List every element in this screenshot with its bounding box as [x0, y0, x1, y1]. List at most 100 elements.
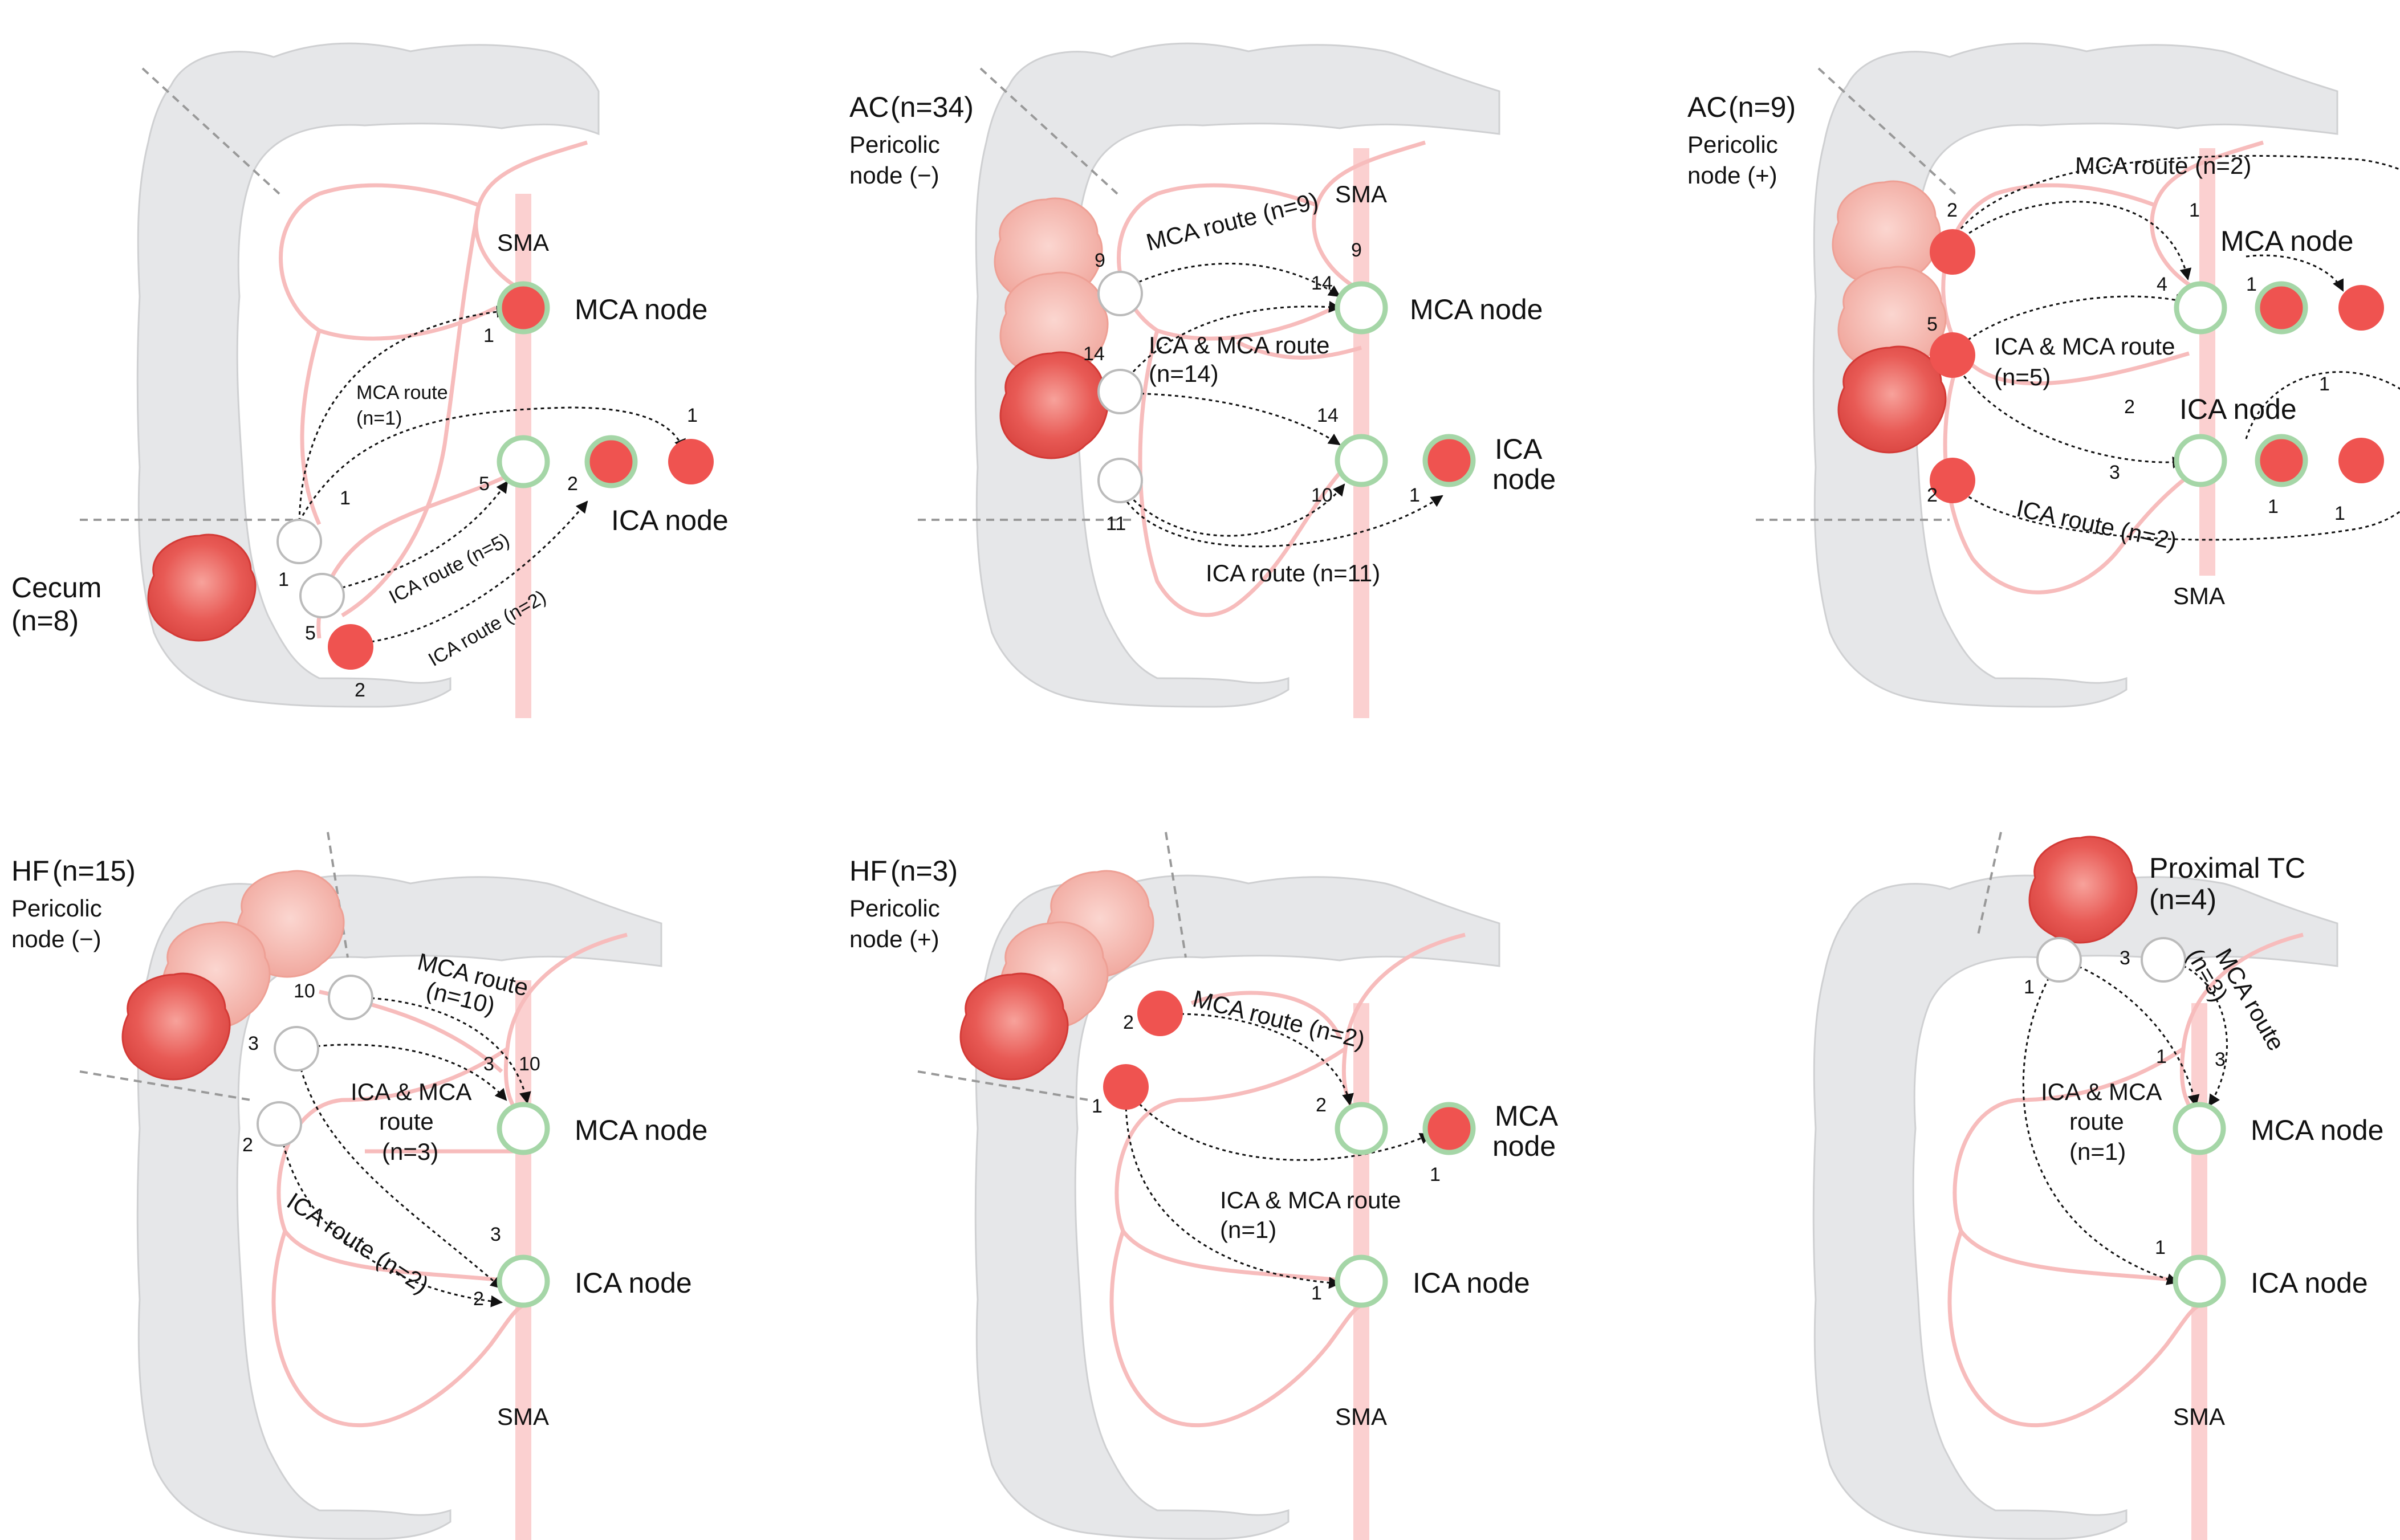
sma-label: SMA: [1335, 181, 1387, 207]
panel-subtitle: node (−): [11, 926, 101, 952]
mca-node-label: MCA: [1495, 1100, 1559, 1132]
tumor: [147, 533, 257, 642]
panel-title: HF: [849, 855, 888, 887]
route-label: ICA & MCA route: [1994, 333, 2175, 360]
count-label: 2: [567, 473, 578, 495]
pericolic-node: [299, 573, 345, 618]
count-label: 3: [2120, 947, 2130, 969]
mca-node-label: node: [1492, 1130, 1556, 1162]
count-label: 3: [483, 1053, 494, 1075]
tumor: [2028, 836, 2138, 944]
ica-node-positive: [584, 435, 638, 488]
count-label: 2: [1316, 1094, 1327, 1116]
mca-node: [1335, 1102, 1388, 1155]
ica-node-positive: [2255, 434, 2308, 487]
sma-label: SMA: [497, 1403, 549, 1430]
mca-node: [2174, 281, 2227, 335]
panel-subtitle: Pericolic: [849, 131, 940, 158]
ica-node: [1335, 1254, 1388, 1308]
count-label: 2: [242, 1134, 253, 1156]
count-label: 2: [473, 1288, 484, 1310]
ica-node: [1335, 434, 1388, 487]
count-label: 1: [1430, 1164, 1441, 1185]
count-label: 2: [1123, 1012, 1134, 1033]
route-label: ICA & MCA: [2041, 1078, 2162, 1105]
tumor: [999, 351, 1109, 459]
panel-hf-positive: HF (n=3) Pericolic node (+) SMA MCA node…: [849, 832, 1559, 1540]
count-label: 4: [2157, 274, 2167, 295]
count-label: 1: [2156, 1046, 2167, 1068]
pericolic-node-positive: [1137, 991, 1183, 1036]
mca-node-label: MCA node: [2220, 225, 2353, 257]
panel-hf-negative: HF (n=15) Pericolic node (−) SMA MCA nod…: [11, 832, 707, 1540]
route-label: MCA route: [2210, 944, 2290, 1055]
mca-node-positive: [1422, 1102, 1476, 1155]
route-label: ICA & MCA route: [1220, 1187, 1401, 1213]
count-label: 2: [2124, 396, 2135, 418]
mca-node-label: MCA node: [575, 1114, 707, 1146]
count-label: 3: [2109, 462, 2120, 483]
route-label: ICA route (n=2): [282, 1187, 433, 1298]
pericolic-node-positive: [1103, 1064, 1149, 1110]
pericolic-node-positive: [1930, 229, 1975, 275]
tumor: [1837, 345, 1947, 454]
count-label: 10: [294, 980, 315, 1002]
route-label: MCA route (n=9): [1144, 187, 1321, 255]
count-label: 14: [1311, 272, 1333, 294]
pericolic-node: [274, 1026, 319, 1072]
route-label: ICA & MCA: [351, 1078, 471, 1105]
pericolic-node: [257, 1101, 302, 1147]
pericolic-node: [1097, 458, 1143, 503]
mca-node: [2173, 1102, 2226, 1155]
panel-ac-negative: AC (n=34) Pericolic node (−) SMA MCA nod…: [849, 42, 1556, 718]
panel-ac-positive: AC (n=9) Pericolic node (+) SMA MCA node…: [1687, 42, 2400, 708]
count-label: 5: [479, 473, 490, 495]
mca-node: [497, 1102, 550, 1155]
pericolic-node-positive: [1930, 332, 1975, 378]
count-label: 5: [1927, 313, 1938, 335]
panel-subtitle: Pericolic: [849, 895, 940, 922]
ica-node-label: ICA node: [1413, 1267, 1530, 1299]
colon-shape: [1812, 42, 2338, 708]
count-label: 3: [248, 1033, 259, 1054]
panel-count: (n=4): [2149, 883, 2216, 915]
count-label: 2: [1927, 484, 1938, 506]
mca-node-label: MCA node: [575, 294, 707, 325]
route-label: ICA route (n=11): [1206, 560, 1380, 586]
count-label: 11: [1106, 513, 1126, 535]
count-label: 14: [1317, 405, 1339, 426]
count-label: 1: [340, 487, 351, 509]
panel-proximal-tc: Proximal TC (n=4) SMA MCA node ICA node …: [1812, 832, 2383, 1540]
panel-count: (n=15): [52, 855, 136, 887]
sma-label: SMA: [1335, 1403, 1387, 1430]
count-label: 1: [2268, 496, 2279, 518]
route-label: (n=5): [1994, 364, 2051, 390]
count-label: 1: [687, 405, 698, 426]
route-label: route: [2069, 1108, 2124, 1135]
count-label: 1: [2024, 976, 2035, 998]
panel-subtitle: node (+): [1687, 162, 1777, 189]
count-label: 2: [355, 679, 365, 701]
panel-subtitle: node (−): [849, 162, 939, 189]
mca-node-positive: [497, 281, 550, 335]
route-label: MCA route: [356, 382, 448, 404]
count-label: 1: [2155, 1237, 2166, 1258]
panel-title: AC: [849, 91, 889, 123]
count-label: 2: [1947, 199, 1958, 221]
count-label: 1: [1092, 1095, 1103, 1117]
ica-node: [2174, 434, 2227, 487]
distant-node-positive: [2338, 438, 2384, 483]
count-label: 9: [1351, 239, 1362, 261]
ica-node-label: node: [1492, 463, 1556, 495]
pericolic-node-positive: [1930, 458, 1975, 503]
count-label: 1: [2334, 503, 2345, 524]
sma-label: SMA: [497, 229, 549, 256]
count-label: 1: [2319, 373, 2330, 395]
count-label: 3: [490, 1224, 501, 1245]
count-label: 1: [1311, 1282, 1322, 1304]
mca-node-positive: [2255, 281, 2308, 335]
mca-node-label: MCA node: [1410, 294, 1543, 325]
colon-shape: [136, 42, 600, 708]
